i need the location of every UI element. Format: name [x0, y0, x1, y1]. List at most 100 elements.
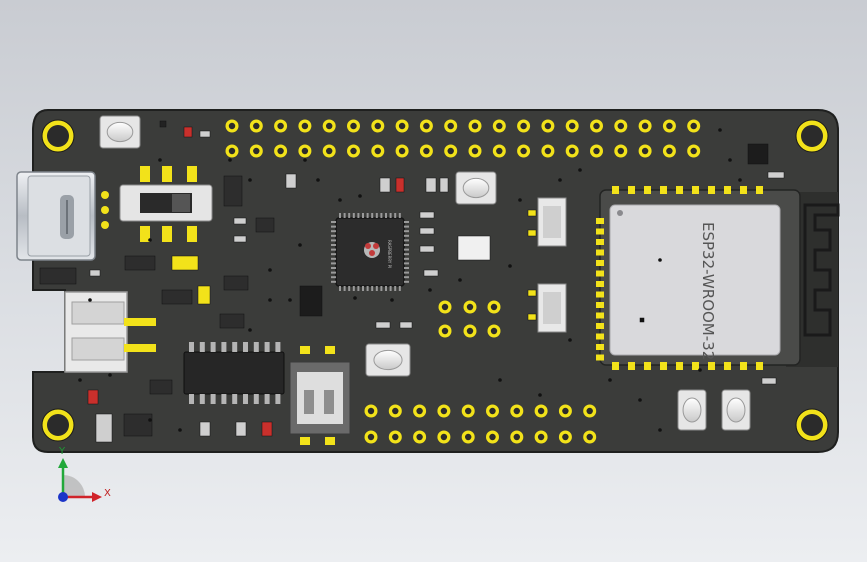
module-pads	[596, 186, 763, 370]
via	[578, 168, 582, 172]
smd-part	[219, 313, 245, 329]
smd-part	[159, 120, 167, 128]
smd-part	[183, 126, 193, 138]
jst-connector	[64, 291, 156, 373]
smd-part	[149, 379, 173, 395]
smd-part	[197, 285, 211, 305]
via	[498, 378, 502, 382]
via	[248, 178, 252, 182]
smd-part	[233, 217, 247, 225]
via	[148, 238, 152, 242]
pad	[101, 206, 109, 214]
rp2040-chip: RASPBERRY PI	[331, 213, 409, 291]
via	[458, 278, 462, 282]
smd-part	[87, 389, 99, 405]
smd-part	[527, 289, 537, 297]
smd-part	[419, 227, 435, 235]
mounting-holes	[41, 119, 829, 442]
via	[298, 243, 302, 247]
via	[88, 298, 92, 302]
via	[353, 296, 357, 300]
via	[268, 268, 272, 272]
smd-part	[285, 173, 297, 189]
via	[728, 158, 732, 162]
smd-part	[761, 377, 777, 385]
via	[78, 378, 82, 382]
x-axis-label: X	[104, 488, 111, 499]
usb-c-connector	[16, 171, 96, 261]
smd-part	[767, 171, 785, 179]
soic-chip	[183, 342, 285, 404]
smd-part	[423, 269, 439, 277]
via	[508, 264, 512, 268]
slide-switch	[119, 166, 213, 242]
smd-part	[255, 217, 275, 233]
y-axis-label: Y	[58, 446, 66, 457]
via	[390, 298, 394, 302]
via	[158, 158, 162, 162]
via	[638, 398, 642, 402]
via	[268, 298, 272, 302]
pad	[101, 221, 109, 229]
via	[428, 288, 432, 292]
smd-components	[39, 120, 785, 443]
smd-part	[379, 177, 391, 193]
module-label: ESP32-WROOM-32	[699, 222, 717, 360]
chip-brand-text: RASPBERRY PI	[387, 240, 392, 268]
via	[358, 194, 362, 198]
via	[338, 198, 342, 202]
smd-part	[457, 235, 491, 261]
via	[316, 178, 320, 182]
smd-part	[199, 421, 211, 437]
via	[108, 373, 112, 377]
via	[288, 298, 292, 302]
smd-part	[439, 177, 449, 193]
smd-part	[747, 143, 769, 165]
smd-part	[419, 211, 435, 219]
smd-part	[199, 130, 211, 138]
smd-part	[395, 177, 405, 193]
pad	[101, 191, 109, 199]
smd-part	[261, 421, 273, 437]
smd-part	[299, 285, 323, 317]
smd-part	[233, 235, 247, 243]
via	[538, 393, 542, 397]
smd-part	[95, 413, 113, 443]
smd-part	[223, 175, 243, 207]
via	[608, 378, 612, 382]
smd-part	[375, 321, 391, 329]
via	[738, 178, 742, 182]
axis-triad: X Y	[58, 446, 111, 502]
smd-part	[171, 255, 199, 271]
smd-part	[527, 209, 537, 217]
via	[518, 198, 522, 202]
smd-part	[639, 317, 645, 323]
via	[568, 338, 572, 342]
via	[658, 428, 662, 432]
smd-part	[89, 269, 101, 277]
via	[718, 128, 722, 132]
via	[178, 428, 182, 432]
smd-part	[419, 245, 435, 253]
fpc-connectors	[537, 197, 567, 333]
via	[658, 258, 662, 262]
header-pins	[225, 119, 701, 444]
smd-part	[527, 313, 537, 321]
via	[248, 328, 252, 332]
dip-switch	[289, 346, 351, 445]
push-buttons	[99, 115, 751, 431]
via	[148, 418, 152, 422]
smd-part	[223, 275, 249, 291]
smd-part	[124, 255, 156, 271]
via	[698, 368, 702, 372]
esp32-module: ESP32-WROOM-32	[596, 186, 801, 370]
via	[303, 158, 307, 162]
via	[228, 158, 232, 162]
via	[558, 178, 562, 182]
smd-part	[123, 413, 153, 437]
smd-part	[399, 321, 413, 329]
smd-part	[425, 177, 437, 193]
smd-part	[235, 421, 247, 437]
smd-part	[39, 267, 77, 285]
